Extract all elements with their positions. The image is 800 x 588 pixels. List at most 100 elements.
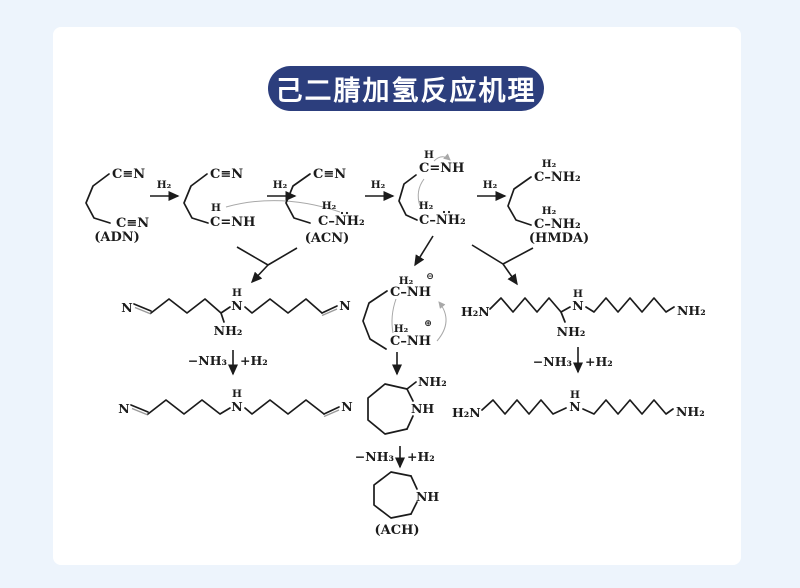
- aminomethyl-bottom-label: C–NH₂: [534, 217, 581, 232]
- n-right-label: N: [339, 298, 350, 313]
- bond-chain: [362, 290, 388, 350]
- amine-bond: [560, 311, 566, 323]
- h2-label: H₂: [273, 179, 288, 191]
- nitrile-bond: [130, 404, 149, 413]
- n-right-label: N: [341, 399, 352, 414]
- ring-bond-to-n: [410, 501, 418, 515]
- branch-arrow: [250, 264, 269, 284]
- h-label: H: [232, 287, 242, 299]
- structure-imine-dinitrile: N H N N NH₂: [121, 287, 350, 338]
- condensation-arrow-right: [471, 244, 534, 286]
- nitrile-bond-2: [323, 409, 340, 418]
- bond-chain: [150, 298, 231, 314]
- structure-amino-imine: H C=NH H₂ C–NH₂: [398, 149, 466, 228]
- n-center-label: N: [572, 298, 583, 313]
- lone-pair-dot: [447, 210, 451, 214]
- nitrile-bond: [323, 406, 340, 415]
- ring-nh-label: NH: [416, 489, 439, 504]
- n-left-label: N: [121, 300, 132, 315]
- structure-ach: NH (ACH): [373, 471, 439, 538]
- converging-lines: [471, 244, 534, 265]
- bond-chain: [285, 173, 311, 224]
- h2-label: H₂: [419, 200, 434, 212]
- diagram-card: [53, 27, 741, 565]
- ring-nh-label: NH: [411, 401, 434, 416]
- bond-chain: [244, 298, 323, 314]
- nh2-label: NH₂: [214, 323, 243, 338]
- h2-label: H₂: [399, 275, 414, 287]
- structure-adn: C≡N C≡N (ADN): [85, 167, 149, 245]
- proton-transfer-curve: [436, 301, 447, 342]
- elimination-arrow-middle: −NH₃ +H₂: [355, 446, 435, 469]
- structure-bhmt: H₂N H N NH₂: [452, 389, 705, 420]
- ring-bond-to-n: [410, 475, 418, 490]
- h-label: H: [424, 149, 434, 161]
- bond-chain: [147, 399, 231, 415]
- bond-chain: [85, 173, 111, 224]
- structure-cyclic-zwitterion: H₂ C–NH ⊖ H₂ C–NH ⊕: [362, 272, 447, 350]
- structure-hmda: H₂ C–NH₂ H₂ C–NH₂ (HMDA): [507, 158, 589, 246]
- h2-label: H₂: [542, 205, 557, 217]
- converging-lines: [236, 246, 298, 266]
- h2-label: H₂: [483, 179, 498, 191]
- nh2-right-label: NH₂: [676, 404, 705, 419]
- n-left-label: N: [118, 401, 129, 416]
- cyclization-arrow: [414, 235, 434, 267]
- aminomethyl-label: C–NH₂: [419, 213, 466, 228]
- imine-label: C=NH: [210, 215, 255, 230]
- h2-arrow-2: H₂: [267, 179, 297, 201]
- plus-h2-label: +H₂: [407, 449, 435, 464]
- ammonium-label: C–NH: [390, 334, 431, 349]
- caption-acn: (ACN): [305, 231, 350, 246]
- nh2-label: NH₂: [557, 324, 586, 339]
- h2-label: H₂: [322, 200, 337, 212]
- h2-label: H₂: [542, 158, 557, 170]
- bond-chain: [582, 399, 674, 415]
- imine-label: C=NH: [419, 161, 464, 176]
- structure-aminoazepane: NH NH₂: [367, 374, 447, 435]
- proton-shift-curve: [433, 153, 451, 162]
- condensation-arrow-left: [236, 246, 298, 284]
- ring-bonds: [367, 383, 408, 435]
- bond-chain: [481, 399, 567, 415]
- aminomethyl-label: C–NH₂: [318, 214, 365, 229]
- structure-mono-imine: C≡N H C=NH: [183, 167, 255, 230]
- h2-arrow-1: H₂: [150, 179, 180, 201]
- bond-chain: [244, 399, 325, 415]
- minus-nh3-label: −NH₃: [188, 353, 227, 368]
- amine-bond: [406, 381, 417, 390]
- h-label: H: [232, 388, 242, 400]
- plus-h2-label: +H₂: [240, 353, 268, 368]
- ring-bonds: [373, 471, 412, 519]
- h-label: H: [211, 202, 221, 214]
- minus-nh3-label: −NH₃: [533, 354, 572, 369]
- nitrile-top-label: C≡N: [210, 167, 243, 182]
- aminomethyl-top-label: C–NH₂: [534, 170, 581, 185]
- plus-h2-label: +H₂: [585, 354, 613, 369]
- nitrile-bond: [321, 305, 338, 314]
- nitrile-bond-2: [321, 308, 338, 317]
- branch-arrow: [414, 235, 434, 267]
- nitrile-bond-2: [134, 306, 152, 315]
- h2-label: H₂: [371, 179, 386, 191]
- h2-label: H₂: [394, 323, 409, 335]
- n-center-label: N: [231, 399, 242, 414]
- structure-imine-triamine: H₂N H N NH₂ NH₂: [461, 288, 706, 339]
- h2n-label: H₂N: [461, 304, 490, 319]
- caption-hmda: (HMDA): [529, 231, 589, 246]
- nh2-label: NH₂: [418, 374, 447, 389]
- bond-chain: [398, 174, 418, 221]
- lone-pair-dot: [442, 210, 446, 214]
- ring-bond-to-n: [406, 415, 414, 430]
- h2-arrow-4: H₂: [477, 179, 507, 201]
- h-label: H: [570, 389, 580, 401]
- lone-pair-dot: [340, 211, 344, 215]
- n-center-label: N: [569, 399, 580, 414]
- nitrile-bond: [133, 303, 152, 312]
- intramolecular-attack-curve: [417, 178, 425, 207]
- bond-chain: [489, 297, 571, 313]
- structure-acn: C≡N H₂ C–NH₂ (ACN): [285, 167, 365, 246]
- ring-bond-to-n: [406, 388, 414, 402]
